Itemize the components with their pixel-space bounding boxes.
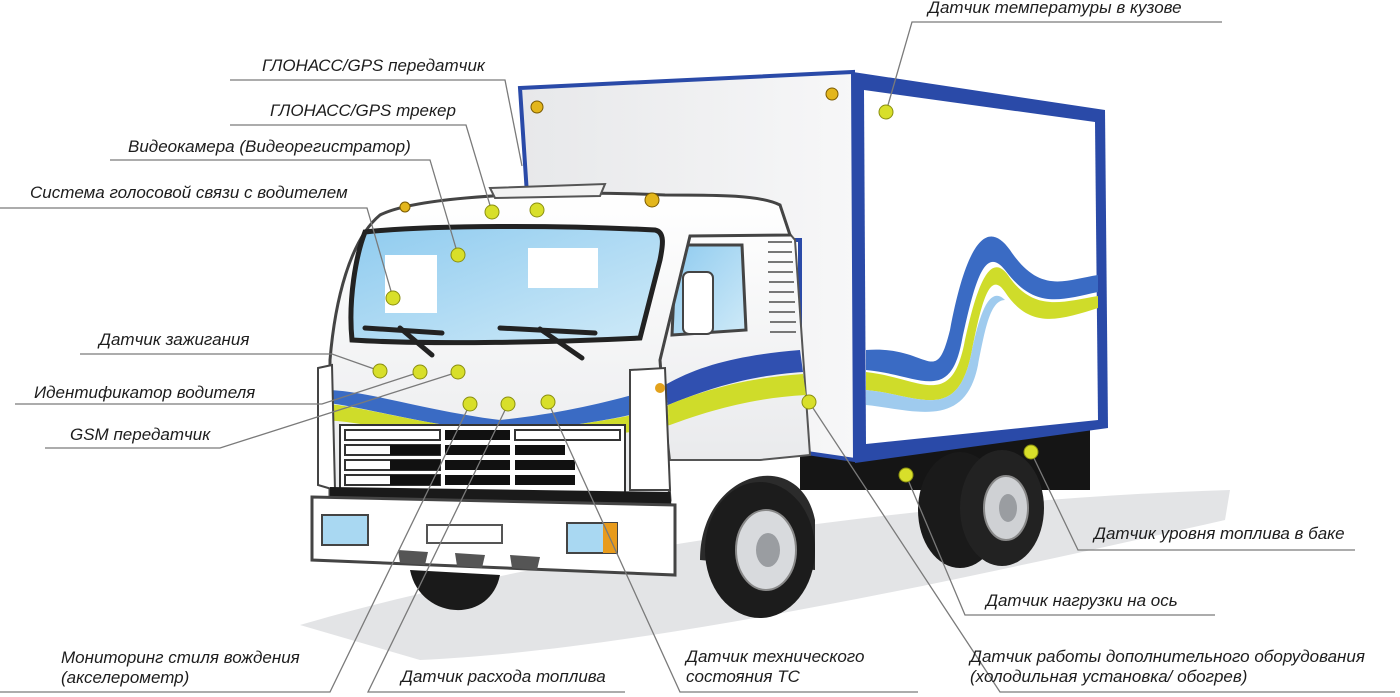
rear-hub-center (999, 494, 1017, 522)
label-driving-style-line2: (акселерометр) (61, 668, 190, 687)
dot-vehicle-state (540, 394, 556, 410)
label-extra-equipment-line2: (холодильная установка/ обогрев) (970, 667, 1248, 686)
dot-gps-transmitter (529, 202, 545, 218)
dot-gsm (450, 364, 466, 380)
label-driver-id: Идентификатор водителя (34, 383, 256, 402)
dot-fuel-level (1023, 444, 1039, 460)
label-extra-equipment: Датчик работы дополнительного оборудован… (970, 647, 1365, 687)
dot-video-camera (450, 247, 466, 263)
label-gsm-transmitter: GSM передатчик (70, 425, 211, 444)
label-vehicle-state: Датчик технического состояния ТС (686, 647, 864, 687)
headlight-left (321, 514, 369, 546)
label-extra-equipment-line1: Датчик работы дополнительного оборудован… (970, 647, 1365, 666)
door-handle-marker (655, 383, 665, 393)
label-glonass-tracker: ГЛОНАСС/GPS трекер (270, 101, 456, 120)
label-axle-load-sensor: Датчик нагрузки на ось (986, 591, 1178, 610)
wipers (362, 325, 598, 361)
label-driving-style: Мониторинг стиля вождения (акселерометр) (61, 648, 300, 688)
door-swoosh-light (866, 295, 1005, 412)
dot-fuel-consumption (500, 396, 516, 412)
dot-accelerometer (462, 396, 478, 412)
leader-lines (0, 21, 1395, 693)
label-fuel-level-sensor: Датчик уровня топлива в баке (1094, 524, 1345, 543)
marker-lamps (399, 87, 839, 213)
label-voice-system: Система голосовой связи с водителем (30, 183, 348, 202)
dot-voice (385, 290, 401, 306)
label-body-temp-sensor: Датчик температуры в кузове (928, 0, 1182, 17)
side-mirror (682, 271, 714, 335)
cab-stripe-yellow (668, 374, 806, 425)
front-hub-center (756, 533, 780, 567)
side-vents (768, 241, 796, 333)
label-fuel-consumption: Датчик расхода топлива (401, 667, 606, 686)
grille (339, 424, 626, 496)
label-ignition-sensor: Датчик зажигания (99, 330, 250, 349)
label-glonass-transmitter: ГЛОНАСС/GPS передатчик (262, 56, 485, 75)
sensor-dots (372, 104, 1039, 483)
left-light-pod (317, 363, 337, 492)
right-light-pod (629, 366, 672, 491)
dot-extra-equipment (801, 394, 817, 410)
door-swoosh-blue (866, 236, 1098, 382)
door-swoosh-yellow (866, 267, 1098, 401)
label-video-camera: Видеокамера (Видеорегистратор) (128, 137, 411, 156)
dot-driver-id (412, 364, 428, 380)
dot-body-temp (878, 104, 894, 120)
dot-ignition (372, 363, 388, 379)
label-driving-style-line1: Мониторинг стиля вождения (61, 648, 300, 667)
cab-stripe-blue (665, 350, 803, 405)
fog-slots (398, 550, 540, 570)
windshield-sticker-right (528, 248, 598, 288)
label-vehicle-state-line1: Датчик технического (686, 647, 865, 666)
plate (426, 524, 503, 544)
front-left-wheel (410, 570, 500, 611)
roof-spoiler (488, 182, 607, 200)
front-stripe-blue (318, 385, 668, 432)
label-vehicle-state-line2: состояния ТС (686, 667, 800, 686)
dot-axle-load (898, 467, 914, 483)
dot-gps-tracker (484, 204, 500, 220)
